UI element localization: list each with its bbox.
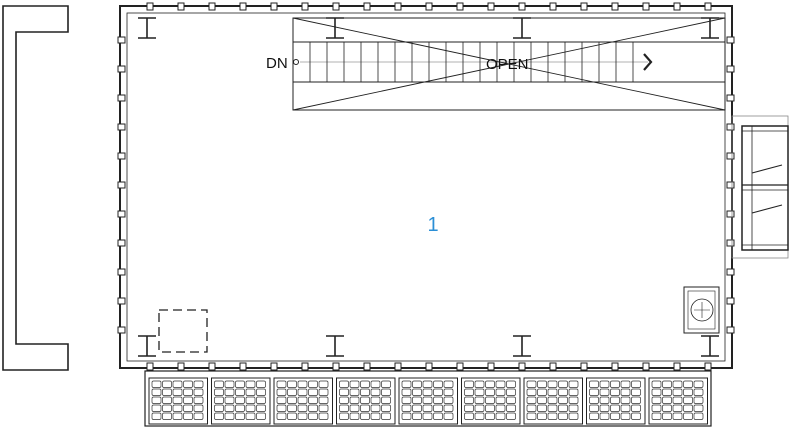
wall-mullions xyxy=(117,2,735,371)
mullion-bottom xyxy=(425,362,433,371)
mullion-top xyxy=(580,2,588,11)
grille-panel xyxy=(586,377,646,425)
mullion-left xyxy=(117,152,126,160)
mullion-left xyxy=(117,239,126,247)
mullion-top xyxy=(704,2,712,11)
mullion-right xyxy=(726,181,735,189)
mullion-top xyxy=(425,2,433,11)
mullion-bottom xyxy=(487,362,495,371)
column-bot-right xyxy=(701,335,719,357)
grille-panel xyxy=(273,377,333,425)
mullion-left xyxy=(117,326,126,334)
column-top-mid2 xyxy=(513,17,531,39)
mullion-bottom xyxy=(518,362,526,371)
grille-panel xyxy=(648,377,708,425)
building-outline xyxy=(119,5,733,369)
mullion-top xyxy=(611,2,619,11)
left-bracket-wall xyxy=(2,5,69,371)
mullion-right xyxy=(726,123,735,131)
mullion-top xyxy=(332,2,340,11)
room-number: 1 xyxy=(427,214,438,236)
mullion-bottom xyxy=(177,362,185,371)
mullion-right xyxy=(726,94,735,102)
mullion-bottom xyxy=(270,362,278,371)
mullion-top xyxy=(208,2,216,11)
stair-direction-arrow-icon xyxy=(643,53,653,71)
washbasin-icon xyxy=(683,286,720,334)
mullion-bottom xyxy=(332,362,340,371)
mullion-top xyxy=(487,2,495,11)
mullion-left xyxy=(117,181,126,189)
mullion-left xyxy=(117,94,126,102)
stair-start-circle xyxy=(293,59,299,65)
mullion-top xyxy=(642,2,650,11)
column-bot-mid2 xyxy=(513,335,531,357)
mullion-right xyxy=(726,297,735,305)
mullion-bottom xyxy=(208,362,216,371)
mullion-left xyxy=(117,297,126,305)
grille-panel xyxy=(148,377,208,425)
stair-opening xyxy=(292,17,726,111)
mullion-top xyxy=(394,2,402,11)
mullion-bottom xyxy=(394,362,402,371)
column-top-left xyxy=(138,17,156,39)
mullion-right xyxy=(726,239,735,247)
stair-direction-label: DN xyxy=(266,55,288,72)
mullion-right xyxy=(726,326,735,334)
mullion-top xyxy=(518,2,526,11)
mullion-top xyxy=(270,2,278,11)
mullion-left xyxy=(117,65,126,73)
mullion-left xyxy=(117,123,126,131)
mullion-bottom xyxy=(642,362,650,371)
mullion-bottom xyxy=(146,362,154,371)
right-exterior-stair xyxy=(731,115,789,259)
grille-panel xyxy=(336,377,396,425)
grille-panel xyxy=(211,377,271,425)
mullion-bottom xyxy=(456,362,464,371)
mullion-top xyxy=(301,2,309,11)
mullion-left xyxy=(117,268,126,276)
mullion-top xyxy=(177,2,185,11)
column-bot-mid1 xyxy=(326,335,344,357)
mullion-bottom xyxy=(611,362,619,371)
mullion-bottom xyxy=(580,362,588,371)
bottom-grille-panels xyxy=(144,370,712,427)
mullion-top xyxy=(549,2,557,11)
grille-panel xyxy=(523,377,583,425)
mullion-bottom xyxy=(301,362,309,371)
mullion-left xyxy=(117,36,126,44)
mullion-top xyxy=(363,2,371,11)
mullion-right xyxy=(726,36,735,44)
mullion-bottom xyxy=(704,362,712,371)
mullion-right xyxy=(726,210,735,218)
mullion-right xyxy=(726,65,735,73)
grille-panel xyxy=(461,377,521,425)
mullion-bottom xyxy=(239,362,247,371)
mullion-left xyxy=(117,210,126,218)
mullion-top xyxy=(239,2,247,11)
mullion-bottom xyxy=(673,362,681,371)
mullion-bottom xyxy=(549,362,557,371)
mullion-top xyxy=(146,2,154,11)
dashed-floor-hatch xyxy=(158,309,208,353)
mullion-right xyxy=(726,152,735,160)
grille-panel xyxy=(398,377,458,425)
opening-label: OPEN xyxy=(486,56,529,73)
i-beam-columns xyxy=(138,17,719,357)
column-bot-left xyxy=(138,335,156,357)
mullion-right xyxy=(726,268,735,276)
stair-treads xyxy=(309,42,634,82)
mullion-top xyxy=(456,2,464,11)
mullion-top xyxy=(673,2,681,11)
mullion-bottom xyxy=(363,362,371,371)
